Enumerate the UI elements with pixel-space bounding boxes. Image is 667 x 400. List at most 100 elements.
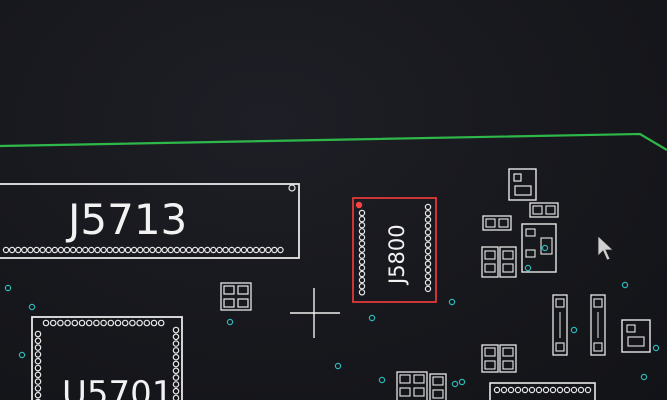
pad bbox=[498, 218, 509, 228]
pad bbox=[172, 326, 180, 334]
pad bbox=[2, 246, 10, 254]
pad bbox=[93, 319, 100, 327]
pad bbox=[502, 250, 514, 260]
component-right-tall-a[interactable] bbox=[552, 294, 568, 356]
component-j5713-refdes: J5713 bbox=[65, 195, 187, 244]
pad bbox=[130, 246, 138, 254]
component-right-edge-small[interactable] bbox=[621, 319, 651, 353]
component-j5800-pads bbox=[358, 203, 432, 296]
via bbox=[524, 264, 532, 272]
via bbox=[570, 326, 578, 334]
pad bbox=[118, 246, 126, 254]
pad bbox=[82, 246, 89, 254]
pad bbox=[413, 387, 425, 397]
pad bbox=[143, 246, 150, 254]
pad bbox=[143, 319, 151, 327]
pad bbox=[485, 218, 496, 228]
pad bbox=[94, 246, 101, 254]
via bbox=[652, 344, 660, 352]
pad bbox=[358, 289, 366, 296]
pad bbox=[34, 330, 42, 338]
pad bbox=[172, 353, 180, 361]
pad bbox=[42, 319, 50, 327]
pad bbox=[204, 246, 211, 254]
pad bbox=[424, 241, 432, 248]
pad bbox=[49, 319, 57, 327]
pad bbox=[535, 386, 543, 394]
component-j5713[interactable]: J5713 bbox=[0, 183, 300, 259]
pad bbox=[540, 237, 553, 255]
pad bbox=[223, 285, 235, 295]
component-right-top-small[interactable] bbox=[508, 168, 537, 201]
component-outline bbox=[481, 344, 499, 373]
pad bbox=[521, 386, 529, 394]
pad bbox=[514, 185, 532, 196]
component-bottom-block[interactable] bbox=[396, 371, 428, 400]
component-j5800[interactable]: J5800 bbox=[352, 197, 437, 303]
pad bbox=[399, 374, 411, 384]
component-right-vertical-pair-b[interactable] bbox=[499, 246, 517, 278]
component-right-pad-pair-b[interactable] bbox=[482, 215, 512, 231]
via bbox=[4, 284, 12, 292]
pad bbox=[593, 298, 603, 308]
pad bbox=[57, 246, 65, 254]
pad bbox=[424, 216, 432, 223]
pad bbox=[432, 376, 444, 386]
pad bbox=[514, 386, 522, 394]
pad bbox=[556, 386, 564, 394]
pad bbox=[424, 254, 432, 261]
pad bbox=[35, 398, 41, 400]
pad bbox=[34, 391, 42, 399]
pad bbox=[542, 386, 550, 394]
component-outline bbox=[521, 223, 557, 273]
component-right-transistor[interactable] bbox=[521, 223, 557, 273]
pad bbox=[185, 246, 193, 254]
component-bottom-pad-pair-b[interactable] bbox=[499, 344, 517, 373]
pad bbox=[85, 319, 93, 327]
component-right-pad-pair-a[interactable] bbox=[529, 202, 559, 218]
pad bbox=[27, 246, 34, 254]
pad bbox=[15, 246, 22, 254]
component-bottom-vertical[interactable] bbox=[429, 373, 447, 400]
component-j5713-outline bbox=[0, 183, 300, 259]
pad bbox=[493, 386, 501, 394]
pad bbox=[34, 357, 42, 365]
component-pad-pair-left[interactable] bbox=[220, 282, 252, 311]
pad bbox=[627, 336, 645, 347]
pad bbox=[424, 260, 432, 267]
pad bbox=[532, 205, 543, 215]
via bbox=[541, 244, 549, 252]
pad bbox=[57, 319, 64, 327]
pad bbox=[399, 387, 411, 397]
pad bbox=[34, 378, 42, 385]
pad bbox=[107, 319, 115, 327]
pad bbox=[234, 246, 241, 254]
component-bottom-pad-pair-a[interactable] bbox=[481, 344, 499, 373]
pad bbox=[413, 374, 425, 384]
pad bbox=[172, 367, 180, 375]
pad bbox=[136, 319, 143, 327]
pad bbox=[424, 228, 432, 236]
pad bbox=[172, 381, 180, 388]
pad bbox=[51, 246, 59, 254]
pad bbox=[513, 173, 522, 182]
pad bbox=[121, 319, 129, 327]
component-outline bbox=[489, 382, 596, 400]
pad bbox=[358, 258, 366, 265]
component-bottom-connector[interactable] bbox=[489, 382, 596, 400]
pad bbox=[626, 324, 636, 333]
pad bbox=[555, 342, 565, 352]
component-outline bbox=[499, 344, 517, 373]
component-u5701[interactable]: U5701 bbox=[31, 316, 183, 400]
pad bbox=[484, 360, 496, 370]
pad bbox=[155, 246, 162, 254]
pad bbox=[114, 319, 122, 327]
component-right-vertical-pair-a[interactable] bbox=[481, 246, 499, 278]
pad bbox=[358, 234, 366, 241]
component-outline bbox=[482, 215, 512, 231]
pad bbox=[172, 360, 180, 368]
pad bbox=[210, 246, 217, 254]
component-right-tall-b[interactable] bbox=[590, 294, 606, 356]
